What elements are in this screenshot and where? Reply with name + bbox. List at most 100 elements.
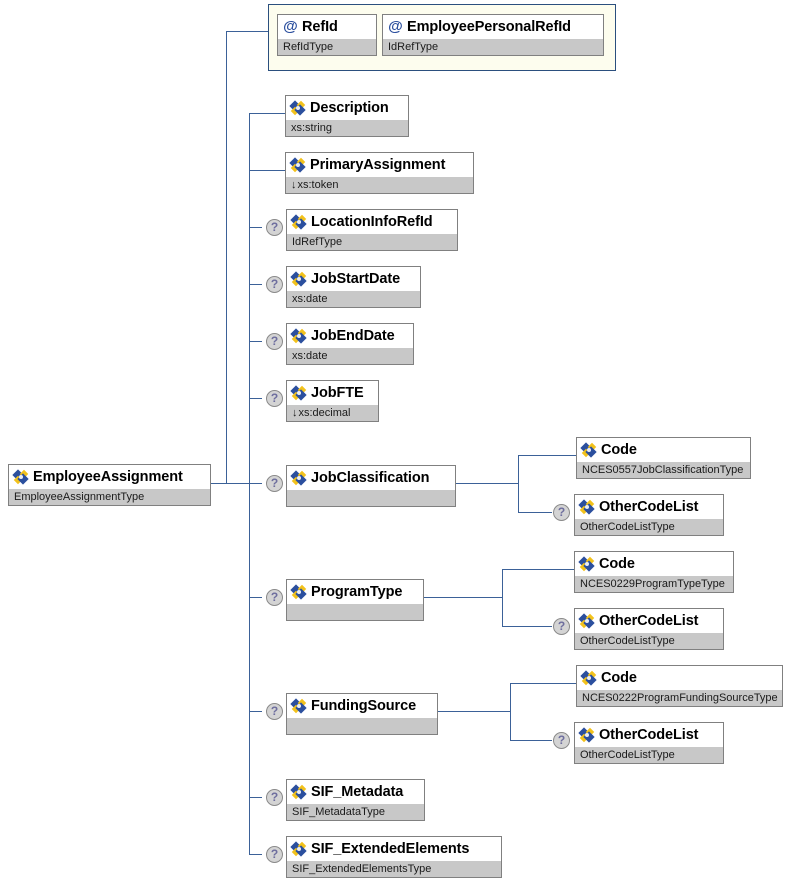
node-label: PrimaryAssignment [310, 156, 446, 173]
node-fundingsource-othercodelist[interactable]: OtherCodeList OtherCodeListType [574, 722, 724, 764]
node-jobclassification[interactable]: JobClassification [286, 465, 456, 507]
element-icon [290, 783, 307, 800]
node-label: Description [310, 99, 389, 116]
node-header: OtherCodeList [575, 609, 723, 632]
connector-child-jobenddate [249, 341, 262, 342]
node-header: SIF_ExtendedElements [287, 837, 501, 860]
connector-fundingsource-vertical [510, 683, 511, 740]
node-label: LocationInfoRefId [311, 213, 433, 230]
node-programtype[interactable]: ProgramType [286, 579, 424, 621]
node-type: xs:date [287, 347, 413, 364]
attribute-group-container: @ RefId RefIdType @ EmployeePersonalRefI… [268, 4, 616, 71]
node-header: OtherCodeList [575, 495, 723, 518]
node-type: NCES0557JobClassificationType [577, 461, 750, 478]
element-icon [580, 669, 597, 686]
optional-marker-locationinforefid: ? [266, 219, 283, 236]
optional-marker-jobstartdate: ? [266, 276, 283, 293]
node-type: SIF_MetadataType [287, 803, 424, 820]
node-header: Code [577, 438, 750, 461]
connector-child-jobfte [249, 398, 262, 399]
node-jobenddate[interactable]: JobEndDate xs:date [286, 323, 414, 365]
node-attribute-employeepersonalrefid[interactable]: @ EmployeePersonalRefId IdRefType [382, 14, 604, 56]
node-type: SIF_ExtendedElementsType [287, 860, 501, 877]
connector-programtype-othercodelist [502, 626, 552, 627]
node-label: JobFTE [311, 384, 364, 401]
node-employeeassignment[interactable]: EmployeeAssignment EmployeeAssignmentTyp… [8, 464, 211, 506]
element-icon [578, 726, 595, 743]
node-header: PrimaryAssignment [286, 153, 473, 176]
connector-programtype-stem [424, 597, 502, 598]
node-description[interactable]: Description xs:string [285, 95, 409, 137]
element-icon [290, 327, 307, 344]
node-header: JobEndDate [287, 324, 413, 347]
node-header: JobFTE [287, 381, 378, 404]
connector-fundingsource-code [510, 683, 576, 684]
node-type: EmployeeAssignmentType [9, 488, 210, 505]
node-locationinforefid[interactable]: LocationInfoRefId IdRefType [286, 209, 458, 251]
optional-marker-jobenddate: ? [266, 333, 283, 350]
node-type: xs:date [287, 290, 420, 307]
node-label: RefId [302, 18, 338, 35]
node-header: OtherCodeList [575, 723, 723, 746]
attribute-icon: @ [388, 17, 403, 35]
node-jobfte[interactable]: JobFTE ↓xs:decimal [286, 380, 379, 422]
node-jobclassification-othercodelist[interactable]: OtherCodeList OtherCodeListType [574, 494, 724, 536]
node-type: IdRefType [383, 38, 603, 55]
element-icon [578, 555, 595, 572]
optional-marker-fundingsource-othercodelist: ? [553, 732, 570, 749]
node-label: EmployeeAssignment [33, 468, 183, 485]
connector-child-programtype [249, 597, 262, 598]
node-programtype-code[interactable]: Code NCES0229ProgramTypeType [574, 551, 734, 593]
connector-jobclassification-vertical [518, 455, 519, 512]
connector-attribute-trunk [226, 31, 227, 484]
attribute-icon: @ [283, 17, 298, 35]
node-label: JobEndDate [311, 327, 395, 344]
node-header: @ EmployeePersonalRefId [383, 15, 603, 38]
node-type: OtherCodeListType [575, 518, 723, 535]
connector-programtype-code [502, 569, 574, 570]
connector-fundingsource-othercodelist [510, 740, 552, 741]
node-jobclassification-code[interactable]: Code NCES0557JobClassificationType [576, 437, 751, 479]
element-icon [290, 384, 307, 401]
element-icon [578, 612, 595, 629]
node-header: EmployeeAssignment [9, 465, 210, 488]
node-attribute-refid[interactable]: @ RefId RefIdType [277, 14, 377, 56]
node-fundingsource-code[interactable]: Code NCES0222ProgramFundingSourceType [576, 665, 783, 707]
element-icon [290, 697, 307, 714]
connector-attribute-branch [226, 31, 268, 32]
node-type [287, 489, 455, 506]
element-icon [289, 156, 306, 173]
node-type: NCES0229ProgramTypeType [575, 575, 733, 592]
node-label: ProgramType [311, 583, 403, 600]
element-icon [12, 468, 29, 485]
connector-child-fundingsource [249, 711, 262, 712]
element-icon [290, 213, 307, 230]
connector-child-jobstartdate [249, 284, 262, 285]
node-sifmetadata[interactable]: SIF_Metadata SIF_MetadataType [286, 779, 425, 821]
node-label: OtherCodeList [599, 726, 699, 743]
connector-jobclassification-stem [456, 483, 518, 484]
connector-child-primaryassignment [249, 170, 285, 171]
node-fundingsource[interactable]: FundingSource [286, 693, 438, 735]
element-icon [290, 270, 307, 287]
node-programtype-othercodelist[interactable]: OtherCodeList OtherCodeListType [574, 608, 724, 650]
connector-programtype-vertical [502, 569, 503, 626]
node-header: JobStartDate [287, 267, 420, 290]
node-label: JobClassification [311, 469, 430, 486]
node-sifextendedelements[interactable]: SIF_ExtendedElements SIF_ExtendedElement… [286, 836, 502, 878]
node-jobstartdate[interactable]: JobStartDate xs:date [286, 266, 421, 308]
connector-child-sifextendedelements [249, 854, 262, 855]
node-type: xs:string [286, 119, 408, 136]
node-header: @ RefId [278, 15, 376, 38]
connector-fundingsource-stem [428, 711, 510, 712]
node-type-text: xs:decimal [298, 407, 351, 419]
node-type: ↓xs:token [286, 176, 473, 193]
node-type: NCES0222ProgramFundingSourceType [577, 689, 782, 706]
node-primaryassignment[interactable]: PrimaryAssignment ↓xs:token [285, 152, 474, 194]
node-header: ProgramType [287, 580, 423, 603]
node-label: Code [599, 555, 635, 572]
element-icon [290, 840, 307, 857]
optional-marker-programtype: ? [266, 589, 283, 606]
connector-child-jobclassification [249, 483, 262, 484]
restriction-icon: ↓ [292, 407, 298, 419]
